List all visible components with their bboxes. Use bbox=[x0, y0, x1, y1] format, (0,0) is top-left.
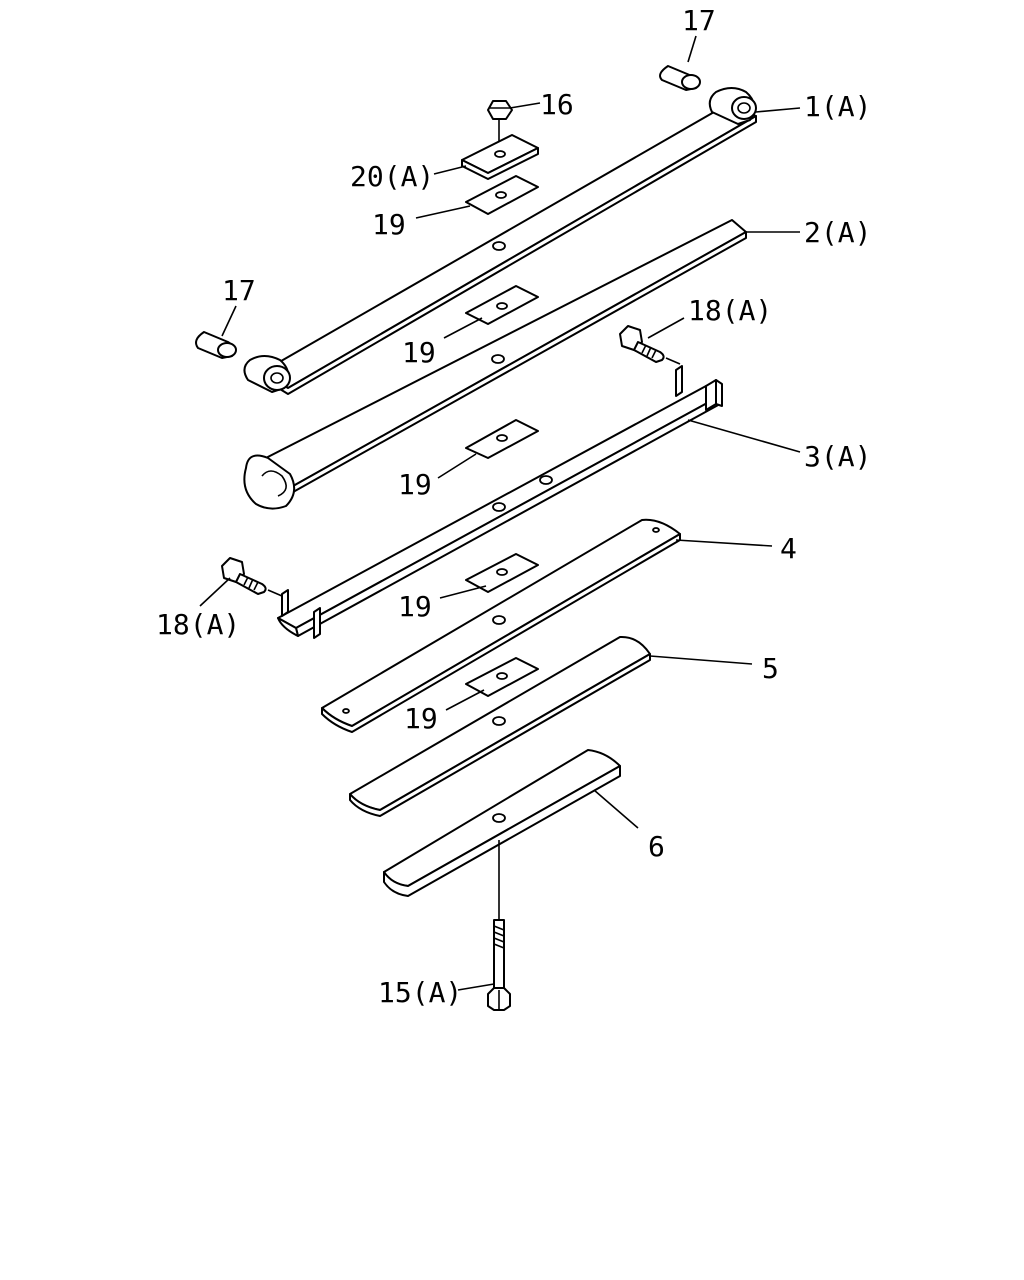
label-15a: 15(A) bbox=[378, 976, 462, 1009]
label-18a-right: 18(A) bbox=[688, 294, 772, 327]
callout-labels: 17 16 1(A) 20(A) 19 2(A) 17 18(A) 19 3(A… bbox=[156, 4, 871, 1009]
bushing-17-top bbox=[659, 65, 701, 91]
label-17-left: 17 bbox=[222, 274, 256, 307]
bolt-18-left bbox=[221, 557, 283, 597]
bolt-18-right bbox=[619, 325, 681, 365]
label-3a: 3(A) bbox=[804, 440, 871, 473]
label-19-d: 19 bbox=[398, 590, 432, 623]
label-19-b: 19 bbox=[402, 336, 436, 369]
label-19-a: 19 bbox=[372, 208, 406, 241]
label-4: 4 bbox=[780, 532, 797, 565]
label-2a: 2(A) bbox=[804, 216, 871, 249]
label-1a: 1(A) bbox=[804, 90, 871, 123]
pad-19-b bbox=[465, 285, 539, 325]
pad-19-a bbox=[465, 175, 539, 215]
label-19-e: 19 bbox=[404, 702, 438, 735]
center-bolt-15 bbox=[487, 840, 511, 1011]
label-6: 6 bbox=[648, 830, 665, 863]
label-18a-left: 18(A) bbox=[156, 608, 240, 641]
label-19-c: 19 bbox=[398, 468, 432, 501]
bushing-17-left bbox=[195, 331, 237, 359]
leader-lines bbox=[199, 35, 801, 991]
pad-19-c bbox=[465, 419, 539, 459]
label-5: 5 bbox=[762, 652, 779, 685]
label-16: 16 bbox=[540, 88, 574, 121]
leaf-4 bbox=[321, 518, 681, 733]
label-17-top: 17 bbox=[682, 4, 716, 37]
channel-leaf-3 bbox=[277, 365, 723, 639]
label-20a: 20(A) bbox=[350, 160, 434, 193]
leaf-6 bbox=[383, 749, 621, 897]
leaf-5 bbox=[349, 635, 651, 817]
plate-20 bbox=[461, 134, 539, 180]
main-leaf-1 bbox=[243, 87, 757, 395]
